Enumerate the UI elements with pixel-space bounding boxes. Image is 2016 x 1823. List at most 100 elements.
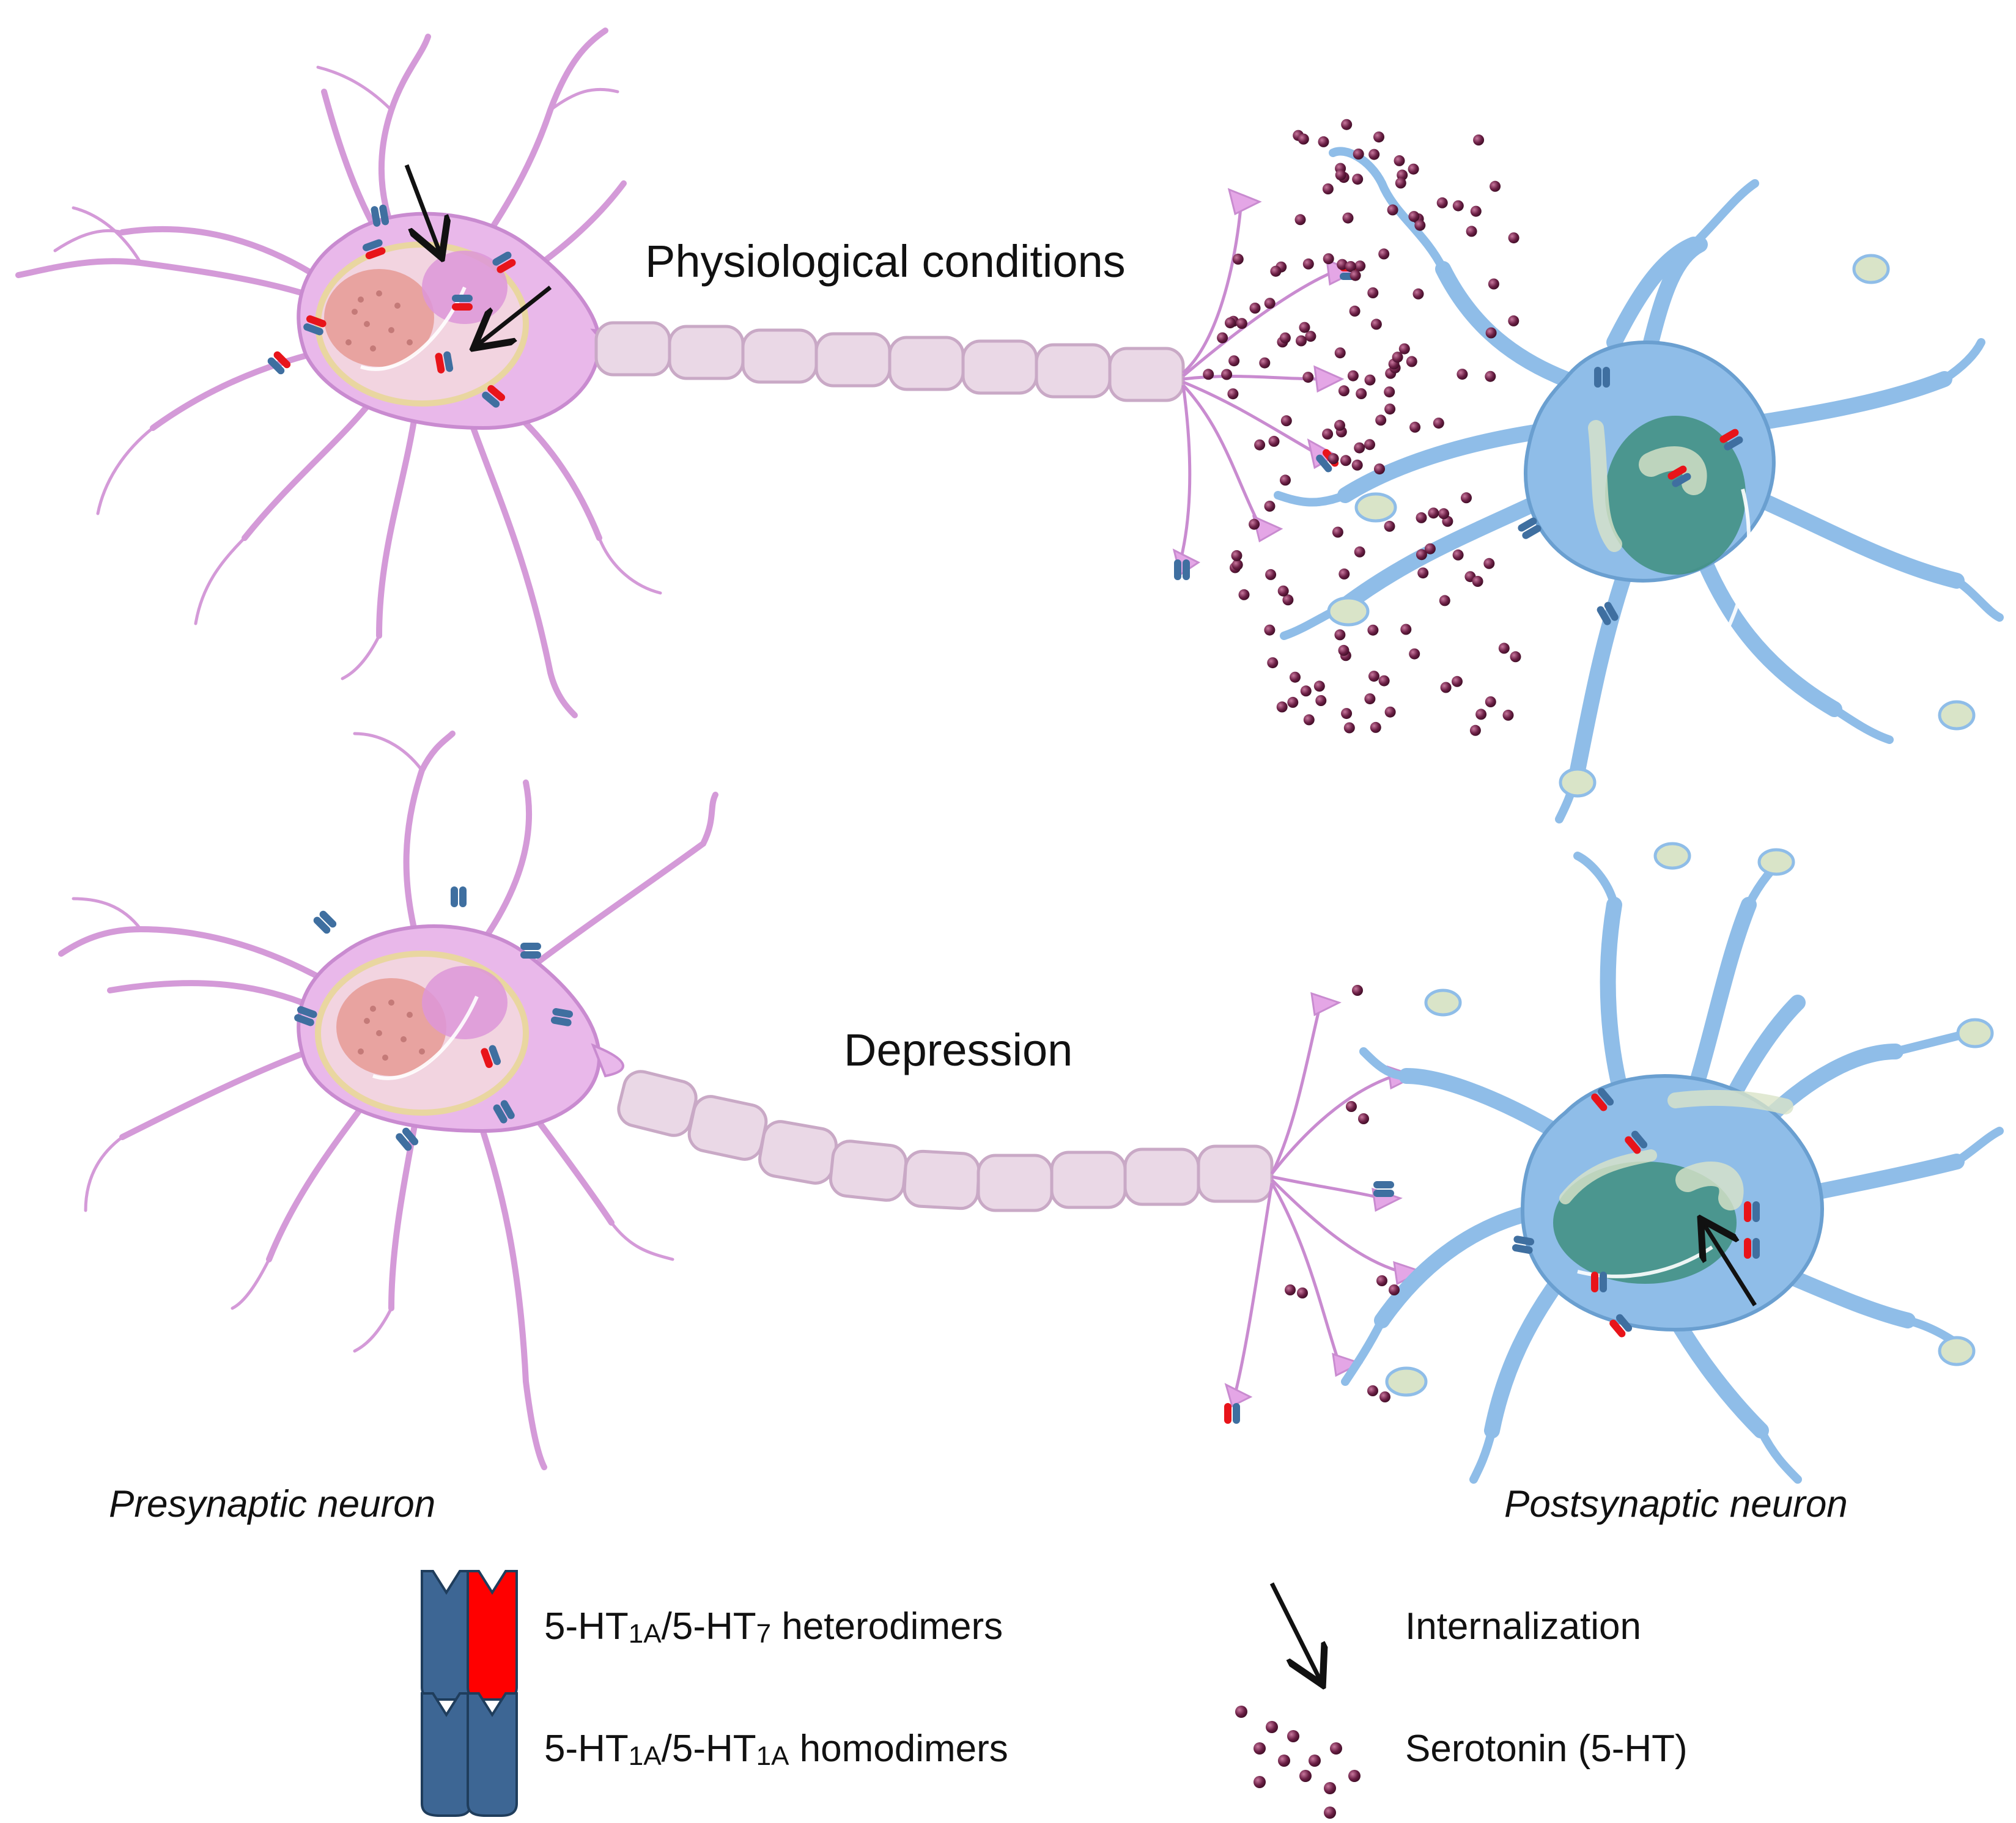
serotonin-molecule <box>1452 676 1463 687</box>
serotonin-molecule <box>1508 232 1519 244</box>
heterodimer-receptor <box>492 251 516 273</box>
serotonin-molecule <box>1452 200 1464 212</box>
heterodimer-receptor <box>1719 429 1743 451</box>
legend-internalization-arrow-icon <box>1269 1582 1321 1681</box>
homodimer-receptor <box>1512 1236 1535 1254</box>
legend-serotonin-dots-icon <box>1235 1706 1361 1819</box>
serotonin-molecule <box>1287 1730 1299 1742</box>
serotonin-molecule <box>1424 543 1436 554</box>
serotonin-molecule <box>1264 298 1276 309</box>
serotonin-molecule <box>1439 595 1450 606</box>
serotonin-molecule <box>1367 624 1379 636</box>
legend-homodimers-label: 5-HT1A/5-HT1A homodimers <box>544 1728 1008 1771</box>
homodimer-receptor <box>371 204 390 227</box>
homodimer-receptor <box>1594 367 1610 388</box>
serotonin-molecule <box>1364 374 1376 386</box>
serotonin-molecule <box>1398 343 1410 355</box>
serotonin-molecule <box>1268 435 1280 447</box>
bottom-presynaptic-receptors <box>294 886 574 1151</box>
homodimer-receptor <box>313 910 337 934</box>
homodimer-receptor <box>294 1006 317 1026</box>
serotonin-molecule <box>1299 322 1310 333</box>
heterodimer-receptor <box>1609 1314 1633 1338</box>
serotonin-molecule <box>1265 569 1277 580</box>
heterodimer-receptor <box>362 239 386 260</box>
homodimer-receptor <box>1597 602 1619 625</box>
serotonin-molecule <box>1349 305 1361 317</box>
serotonin-molecule <box>1376 1275 1387 1286</box>
heterodimer-receptor <box>1625 1130 1648 1154</box>
serotonin-molecule <box>1510 651 1521 663</box>
legend-homodimer-icon <box>421 1692 518 1817</box>
serotonin-molecule <box>1305 331 1316 342</box>
label-presynaptic-neuron: Presynaptic neuron <box>109 1483 436 1525</box>
serotonin-molecule <box>1324 1782 1336 1794</box>
serotonin-molecule <box>1324 1806 1336 1819</box>
serotonin-molecule <box>1300 685 1312 697</box>
serotonin-molecule <box>1457 369 1468 380</box>
serotonin-molecule <box>1322 429 1334 440</box>
serotonin-molecule <box>1375 414 1387 426</box>
serotonin-molecule <box>1473 134 1485 145</box>
internalization-arrows <box>404 164 1757 1306</box>
top-terminal-boutons <box>1172 188 1357 576</box>
serotonin-molecule <box>1347 370 1359 381</box>
label-postsynaptic-neuron: Postsynaptic neuron <box>1504 1483 1848 1525</box>
serotonin-molecule <box>1414 219 1426 231</box>
serotonin-molecule <box>1290 671 1301 683</box>
serotonin-molecule <box>1334 419 1345 431</box>
serotonin-molecule <box>1374 463 1385 475</box>
serotonin-molecule <box>1469 724 1481 736</box>
serotonin-molecule <box>1394 155 1405 166</box>
serotonin-molecule <box>1335 169 1346 181</box>
heterodimer-receptor <box>1744 1201 1760 1222</box>
serotonin-molecule <box>1367 1385 1378 1396</box>
serotonin-molecule <box>1303 714 1315 726</box>
serotonin-molecule <box>1378 248 1390 260</box>
internalization-arrow-icon <box>1703 1223 1757 1306</box>
serotonin-molecule <box>1387 204 1398 216</box>
serotonin-molecule <box>1417 567 1429 579</box>
serotonin-molecule <box>1346 1101 1357 1112</box>
serotonin-molecule <box>1249 518 1260 530</box>
serotonin-molecule <box>1350 270 1361 281</box>
serotonin-molecule <box>1266 1721 1278 1733</box>
serotonin-molecule <box>1338 385 1350 397</box>
serotonin-molecule <box>1354 546 1365 558</box>
serotonin-molecule <box>1348 1770 1361 1782</box>
serotonin-molecule <box>1318 136 1329 147</box>
homodimer-receptor <box>1518 517 1542 539</box>
serotonin-molecule <box>1313 680 1325 692</box>
heterodimer-receptor <box>481 1045 501 1069</box>
serotonin-molecule <box>1228 355 1240 367</box>
serotonin-molecule <box>1370 721 1381 733</box>
serotonin-molecule <box>1395 177 1406 189</box>
serotonin-molecule <box>1485 327 1497 339</box>
heterodimer-receptor <box>1667 465 1691 487</box>
serotonin-molecule <box>1338 568 1350 580</box>
heterodimer-receptor <box>452 295 473 311</box>
serotonin-molecule <box>1264 501 1276 512</box>
serotonin-molecule <box>1472 576 1483 587</box>
serotonin-molecule <box>1483 558 1495 569</box>
serotonin-molecule <box>1343 722 1355 734</box>
serotonin-molecule <box>1280 474 1291 486</box>
heterodimer-receptor <box>482 385 506 408</box>
homodimer-receptor <box>493 1100 515 1124</box>
serotonin-molecule <box>1334 347 1346 359</box>
legend-serotonin-label: Serotonin (5-HT) <box>1405 1728 1688 1770</box>
serotonin-molecule <box>1498 643 1510 654</box>
top-axon <box>594 321 1185 402</box>
serotonin-molecule <box>1428 507 1439 519</box>
serotonin-molecule <box>1332 526 1343 538</box>
homodimer-receptor <box>1373 1181 1394 1197</box>
serotonin-molecule <box>1302 372 1314 383</box>
serotonin-molecule <box>1384 520 1395 532</box>
serotonin-molecule <box>1409 648 1420 660</box>
serotonin-molecule <box>1364 693 1376 705</box>
serotonin-molecule <box>1485 696 1496 707</box>
bottom-axon <box>617 1070 1274 1212</box>
serotonin-molecule <box>1345 261 1356 272</box>
serotonin-molecule <box>1384 403 1396 415</box>
legend-internalization-label: Internalization <box>1405 1605 1642 1648</box>
